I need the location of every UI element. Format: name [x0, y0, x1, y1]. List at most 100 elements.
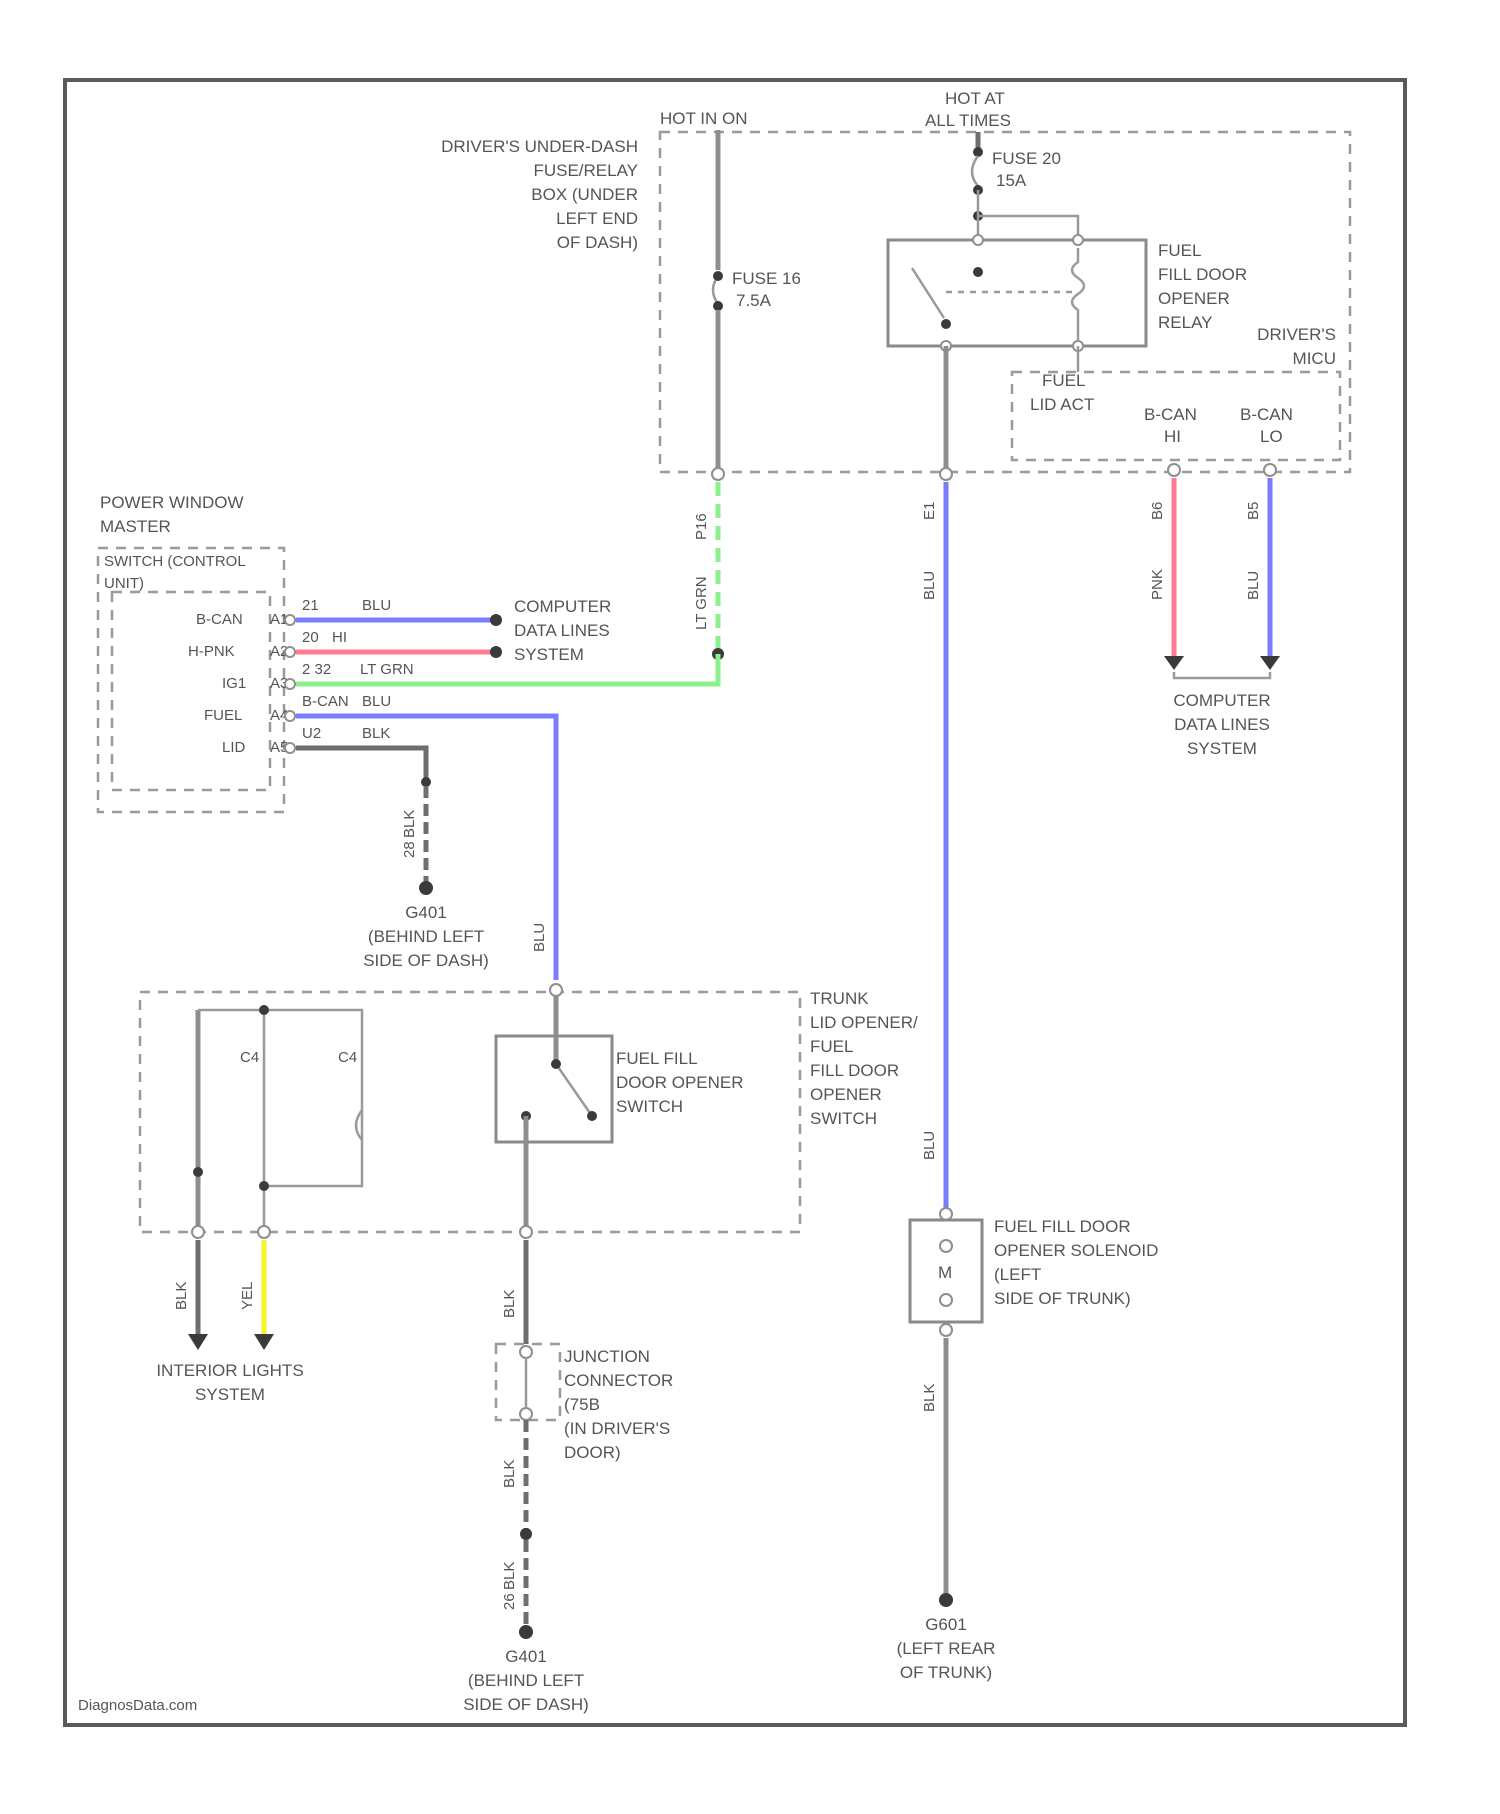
trunk-switch-label: TRUNK LID OPENER/ FUEL FILL DOOR OPENER …: [810, 989, 918, 1128]
svg-text:2 32: 2 32: [302, 661, 331, 678]
svg-text:DRIVER'S: DRIVER'S: [1257, 325, 1336, 344]
fuse-16-dot-top: [713, 271, 723, 281]
svg-text:20: 20: [302, 629, 319, 646]
g401-lower-label: G401 (BEHIND LEFT SIDE OF DASH): [463, 1647, 589, 1714]
svg-text:LID: LID: [222, 739, 246, 756]
fuel-fill-switch-contact2: [587, 1111, 597, 1121]
fuel-fill-switch-arm: [556, 1064, 592, 1116]
svg-text:OPENER: OPENER: [810, 1085, 882, 1104]
svg-text:JUNCTION: JUNCTION: [564, 1347, 650, 1366]
svg-text:FILL DOOR: FILL DOOR: [810, 1061, 899, 1080]
blu-arrow: [1260, 656, 1280, 670]
svg-text:SWITCH (CONTROL: SWITCH (CONTROL: [104, 553, 246, 570]
blk-g401-lower-label: BLK: [501, 1562, 518, 1590]
blu-main-label: BLU: [921, 571, 938, 600]
svg-text:DATA LINES: DATA LINES: [1174, 715, 1270, 734]
interior-yel-arrow: [254, 1334, 274, 1350]
micu-label: DRIVER'S MICU: [1257, 325, 1336, 368]
svg-text:MASTER: MASTER: [100, 517, 171, 536]
svg-text:FUEL: FUEL: [1158, 241, 1201, 260]
solenoid-motor-bottom: [940, 1294, 952, 1306]
svg-text:MICU: MICU: [1293, 349, 1336, 368]
fuse-box-connector-e1: [940, 468, 952, 480]
svg-text:(LEFT: (LEFT: [994, 1265, 1041, 1284]
fuel-fill-switch-label: FUEL FILL DOOR OPENER SWITCH: [616, 1049, 744, 1116]
fuse-20-label: FUSE 20: [992, 149, 1061, 168]
svg-text:BLU: BLU: [362, 693, 391, 710]
svg-text:LT GRN: LT GRN: [360, 661, 414, 678]
svg-text:COMPUTER: COMPUTER: [1173, 691, 1270, 710]
svg-text:OF TRUNK): OF TRUNK): [900, 1663, 992, 1682]
power-window-inner-boundary: [112, 592, 270, 790]
svg-text:BOX (UNDER: BOX (UNDER: [531, 185, 638, 204]
g601-ground: [939, 1593, 953, 1607]
svg-text:SYSTEM: SYSTEM: [1187, 739, 1257, 758]
interior-connector-2: [258, 1226, 270, 1238]
switch-c4-right: C4: [338, 1049, 357, 1066]
switch-c4-left: C4: [240, 1049, 259, 1066]
junction-pin-top: [520, 1346, 532, 1358]
blu-right-pin: B5: [1245, 502, 1262, 520]
solenoid-label: FUEL FILL DOOR OPENER SOLENOID (LEFT SID…: [994, 1217, 1158, 1308]
svg-text:BLK: BLK: [362, 725, 390, 742]
g401-upper-label: G401 (BEHIND LEFT SIDE OF DASH): [363, 903, 489, 970]
svg-text:FUEL: FUEL: [810, 1037, 853, 1056]
hot-at-all-times-label-1: HOT AT: [945, 89, 1005, 108]
fuse-20-dot-top: [973, 147, 983, 157]
pw-pin-lid: LID A5 U2 BLK: [222, 725, 390, 756]
svg-text:LO: LO: [1260, 427, 1283, 446]
svg-text:FILL DOOR: FILL DOOR: [1158, 265, 1247, 284]
hot-at-all-times-label-2: ALL TIMES: [925, 111, 1011, 130]
svg-text:CONNECTOR: CONNECTOR: [564, 1371, 673, 1390]
interior-blk-label: BLK: [173, 1282, 190, 1310]
fuse-16-rating: 7.5A: [736, 291, 772, 310]
g401-upper-wire-pin: 28: [401, 841, 418, 858]
blk-g401-lower-pin: 26: [501, 1593, 518, 1610]
svg-text:OPENER: OPENER: [1158, 289, 1230, 308]
svg-text:OF DASH): OF DASH): [557, 233, 638, 252]
svg-text:(IN DRIVER'S: (IN DRIVER'S: [564, 1419, 670, 1438]
pw-hpnk-end: [490, 646, 502, 658]
blk-junction-bottom-label: BLK: [501, 1460, 518, 1488]
svg-text:SIDE OF TRUNK): SIDE OF TRUNK): [994, 1289, 1131, 1308]
fuse-20-rating: 15A: [996, 171, 1027, 190]
svg-text:DRIVER'S UNDER-DASH: DRIVER'S UNDER-DASH: [441, 137, 638, 156]
svg-text:TRUNK: TRUNK: [810, 989, 869, 1008]
svg-text:LID ACT: LID ACT: [1030, 395, 1094, 414]
trunk-opener-dot-top: [259, 1005, 269, 1015]
g401-upper-ground: [419, 881, 433, 895]
fuel-switch-connector: [520, 1226, 532, 1238]
pw-bcan-end: [490, 614, 502, 626]
svg-text:DOOR OPENER: DOOR OPENER: [616, 1073, 744, 1092]
fuse-box-label: DRIVER'S UNDER-DASH FUSE/RELAY BOX (UNDE…: [441, 137, 638, 252]
trunk-opener-dot-mid: [259, 1181, 269, 1191]
svg-text:B-CAN: B-CAN: [1144, 405, 1197, 424]
svg-text:(BEHIND LEFT: (BEHIND LEFT: [368, 927, 484, 946]
svg-text:SYSTEM: SYSTEM: [514, 645, 584, 664]
svg-text:FUEL FILL: FUEL FILL: [616, 1049, 698, 1068]
relay-label: FUEL FILL DOOR OPENER RELAY: [1158, 241, 1247, 332]
svg-text:POWER WINDOW: POWER WINDOW: [100, 493, 244, 512]
trunk-switch-boundary: [140, 992, 800, 1232]
pnk-right-label: PNK: [1149, 569, 1166, 600]
svg-text:H-PNK: H-PNK: [188, 643, 235, 660]
switch-top-connector: [550, 984, 562, 996]
relay-pin-2: [1073, 235, 1083, 245]
pw-pin-bcan: B-CAN A1 21 BLU: [196, 597, 391, 628]
blu-lower-label: BLU: [921, 1131, 938, 1160]
micu-bcan-lo-label: B-CAN LO: [1240, 405, 1293, 446]
svg-text:DATA LINES: DATA LINES: [514, 621, 610, 640]
pnk-arrow: [1164, 656, 1184, 670]
junction-label: JUNCTION CONNECTOR (75B (IN DRIVER'S DOO…: [564, 1347, 673, 1462]
svg-text:INTERIOR LIGHTS: INTERIOR LIGHTS: [156, 1361, 303, 1380]
pw-pin-hpnk: H-PNK A2 20 HI: [188, 629, 347, 660]
svg-text:(BEHIND LEFT: (BEHIND LEFT: [468, 1671, 584, 1690]
pw-pin-ig1: IG1 A3 2 32 LT GRN: [222, 661, 414, 692]
svg-text:OPENER SOLENOID: OPENER SOLENOID: [994, 1241, 1158, 1260]
micu-fuel-lid-act-label: FUEL LID ACT: [1030, 371, 1094, 414]
svg-text:SIDE OF DASH): SIDE OF DASH): [463, 1695, 589, 1714]
blk-junction-top-label: BLK: [501, 1290, 518, 1318]
fuse-16-dot-bottom: [713, 301, 723, 311]
trunk-opener-frame: [198, 1010, 362, 1186]
svg-text:B-CAN: B-CAN: [1240, 405, 1293, 424]
